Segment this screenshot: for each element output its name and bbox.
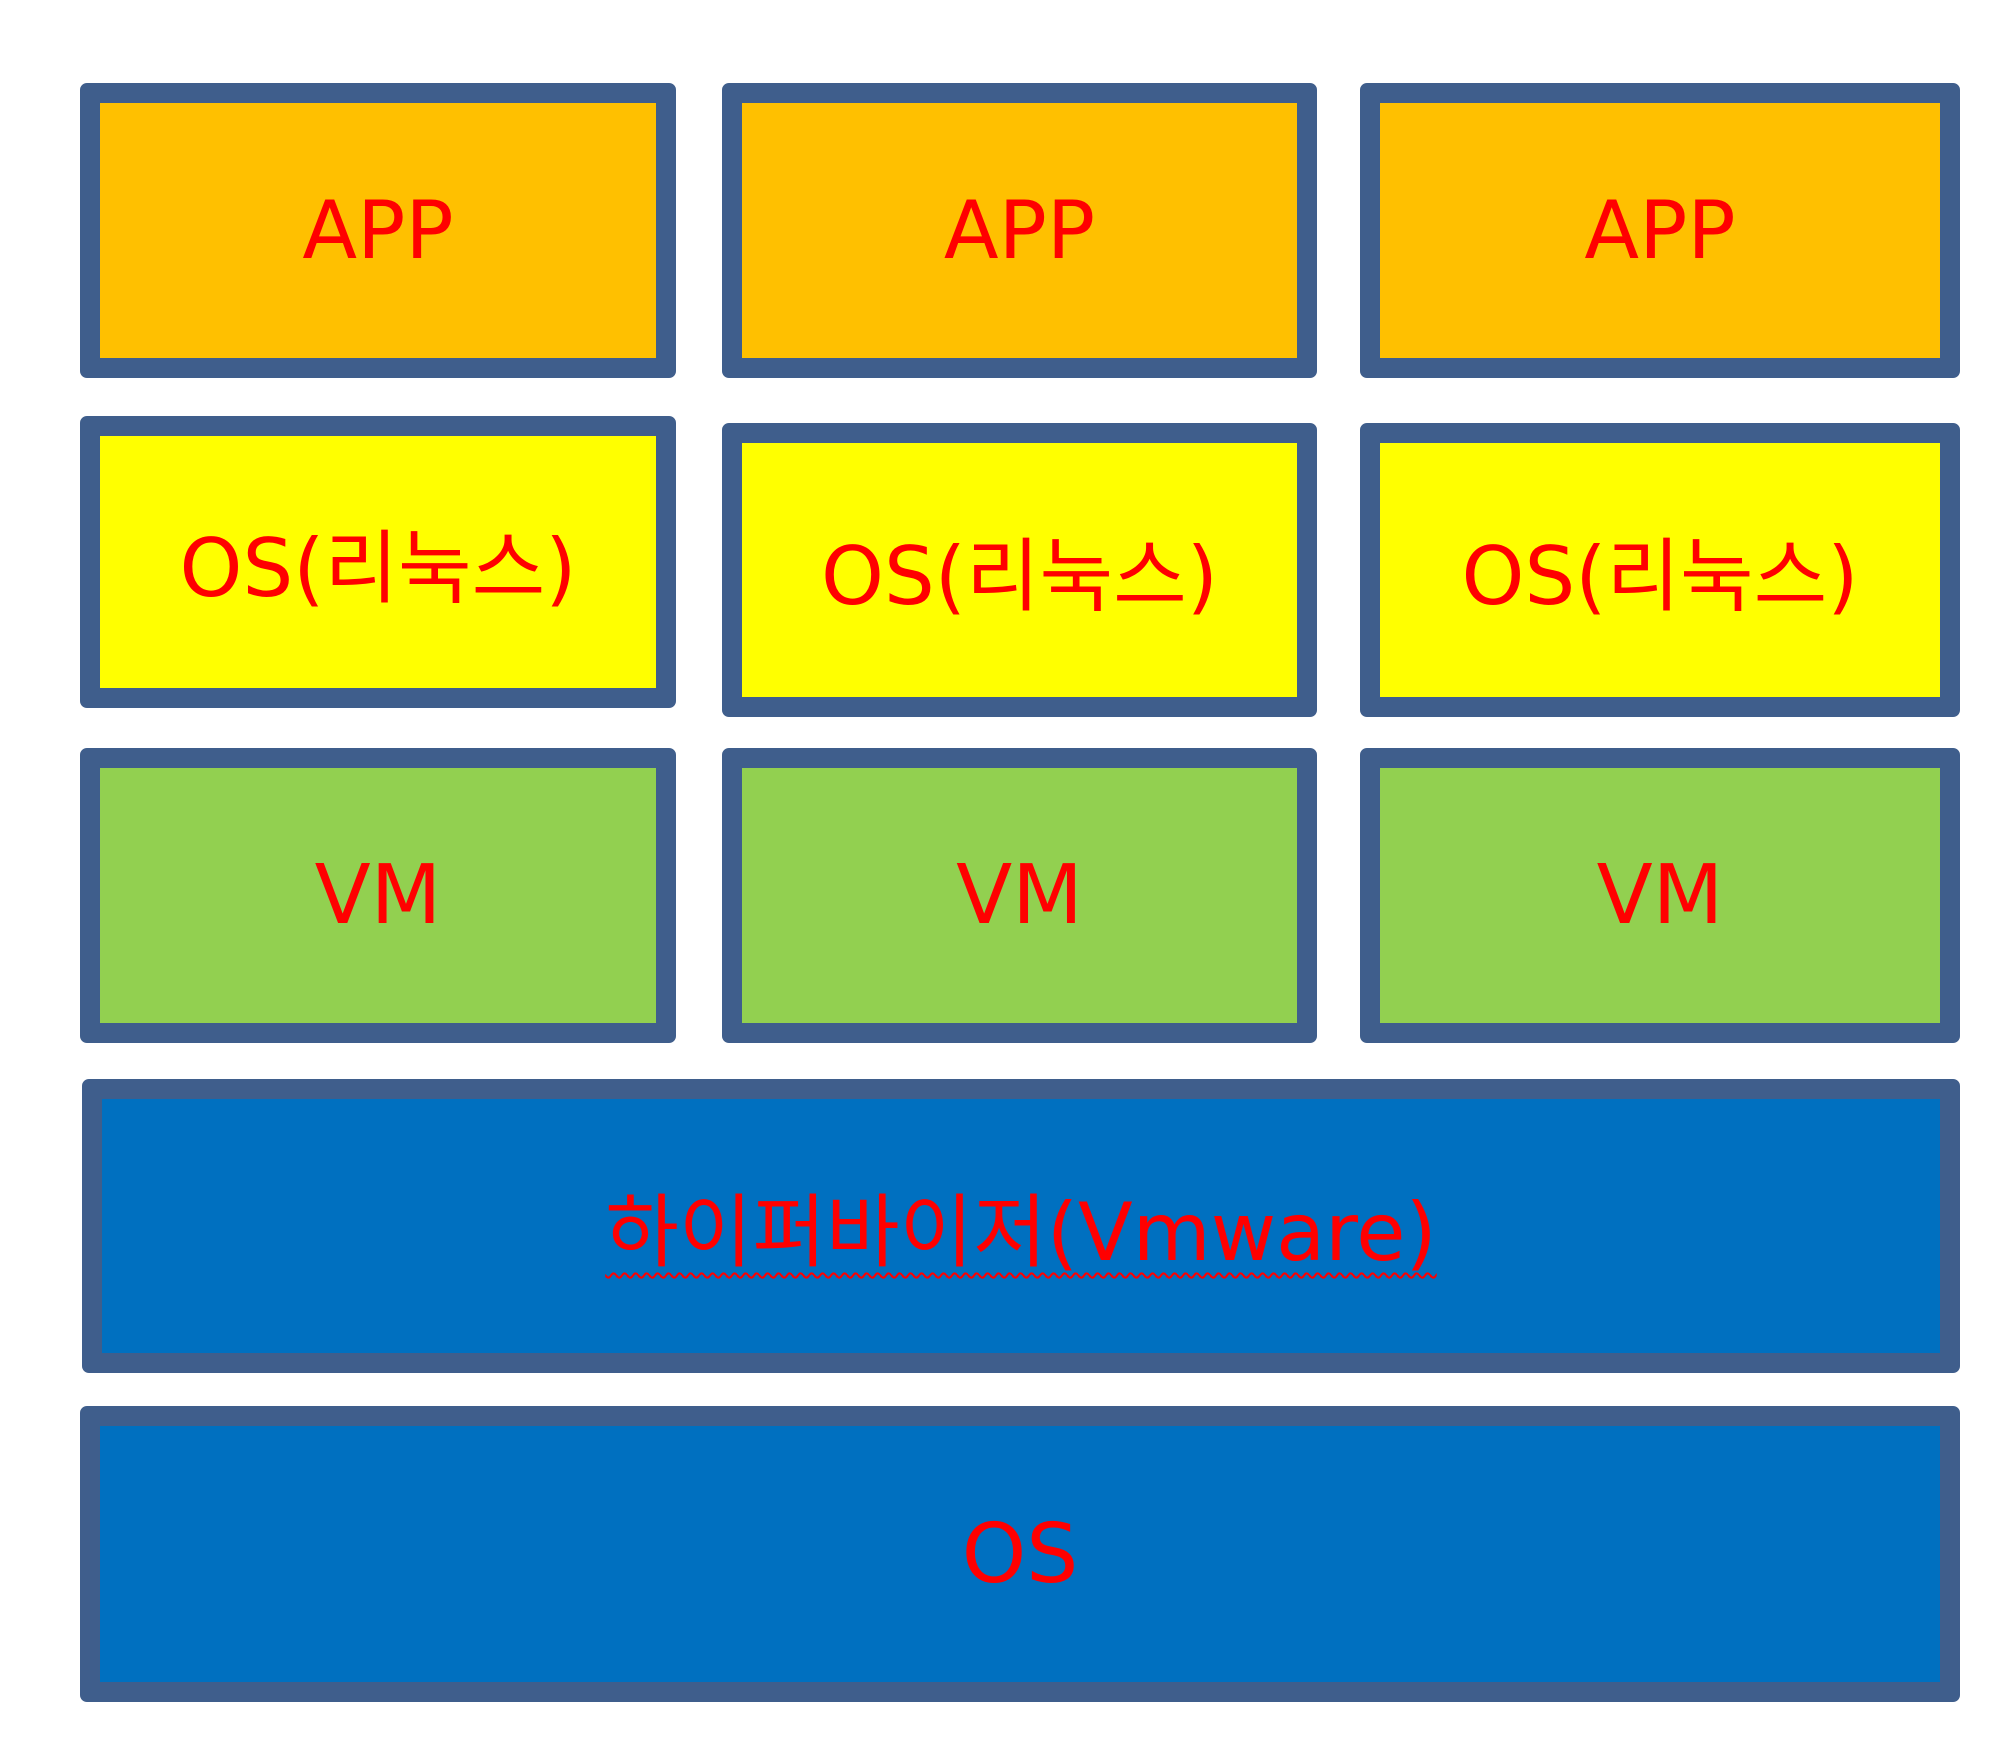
app-label-1: APP [302, 184, 454, 277]
vm-label-2: VM [956, 848, 1083, 943]
guest-os-label-2: OS(리눅스) [821, 530, 1218, 623]
vm-box-3: VM [1360, 748, 1960, 1043]
vm-label-3: VM [1596, 848, 1724, 943]
vm-box-2: VM [722, 748, 1317, 1043]
app-label-3: APP [1584, 184, 1736, 277]
host-os-box: OS [80, 1406, 1960, 1702]
guest-os-box-3: OS(리눅스) [1360, 423, 1960, 717]
guest-os-box-1: OS(리눅스) [80, 416, 676, 708]
app-label-2: APP [943, 184, 1096, 277]
guest-os-label-3: OS(리눅스) [1461, 530, 1859, 623]
app-box-2: APP [722, 83, 1317, 378]
vm-box-1: VM [80, 748, 676, 1043]
app-box-3: APP [1360, 83, 1960, 378]
hypervisor-box: 하이퍼바이저(Vmware) [82, 1079, 1960, 1373]
host-os-label: OS [961, 1506, 1079, 1602]
hypervisor-label: 하이퍼바이저(Vmware) [605, 1186, 1437, 1279]
vm-label-1: VM [314, 848, 442, 943]
guest-os-box-2: OS(리눅스) [722, 423, 1317, 717]
guest-os-label-1: OS(리눅스) [179, 522, 577, 615]
app-box-1: APP [80, 83, 676, 378]
